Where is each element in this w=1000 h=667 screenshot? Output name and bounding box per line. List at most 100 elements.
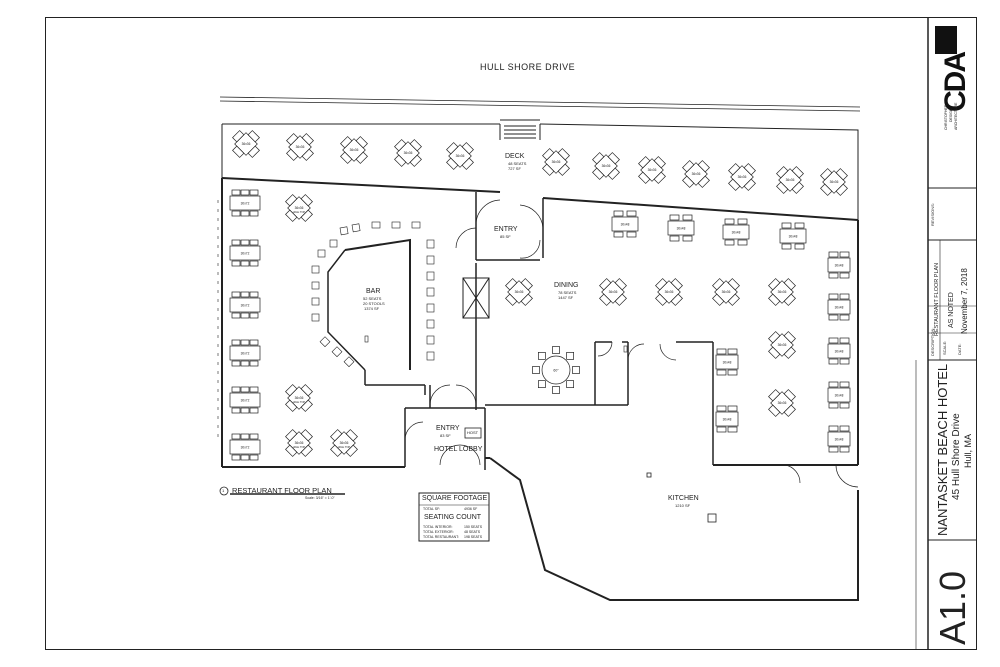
table-36x36 [820,168,848,196]
table-label: 60" [553,369,559,373]
table-label: 30x48 [723,418,732,422]
project-name: NANTASKET BEACH HOTEL [935,363,950,536]
entry-lobby-area: 83 SF [440,433,451,438]
table-30x48 [827,381,851,409]
kitchen-name: KITCHEN [668,495,699,502]
table-label: 30x48 [732,231,741,235]
table-30x48 [827,425,851,453]
table-label: 30x48 [723,361,732,365]
table-36x36 [285,194,313,222]
table-label: 30x72 [241,252,250,256]
table-label: 36x36 [404,151,413,155]
table-label: 36x36 [295,206,304,210]
square-footage-total-value: 4936 SF [464,507,478,511]
table-36x36 [768,389,796,417]
table-label: 30x72 [241,352,250,356]
table-36x36 [330,429,358,457]
firm-logo: CDA [933,24,973,112]
seating-row-label: TOTAL RESTAURANT: [423,535,459,539]
bar-stools [311,221,435,368]
table-label: HIGH TOP [293,210,306,214]
description-value: RESTAURANT FLOOR PLAN [934,262,940,336]
bar-name: BAR [366,288,381,295]
deck-seats: 48 SEATS [508,161,527,166]
table-label: 30x72 [241,202,250,206]
square-footage-heading: SQUARE FOOTAGE [422,495,488,502]
entry-lobby-name: ENTRY [436,425,460,432]
table-30x72 [229,291,261,319]
sheet-number: A1.0 [932,570,973,645]
table-36x36 [712,278,740,306]
table-label: 36x36 [722,290,731,294]
seating-row-value: 198 SEATS [464,535,483,539]
table-30x72 [229,339,261,367]
table-label: 36x36 [296,145,305,149]
scale-value: AS NOTED [948,292,955,328]
table-label: 30x48 [677,227,686,231]
table-36x36 [592,152,620,180]
table-label: 36x36 [552,160,561,164]
table-label: 36x36 [456,154,465,158]
dining-seats: 78 SEATS [558,290,577,295]
table-label: 30x72 [241,399,250,403]
deck-name: DECK [505,153,525,160]
firm-name-line: DESIGN [949,108,953,122]
entry-main-name: ENTRY [494,226,518,233]
table-round [532,346,580,394]
seating-count-heading: SEATING COUNT [424,514,482,521]
table-30x48 [827,293,851,321]
firm-name-line: CHRISTOPHER [944,104,948,130]
table-label: 36x36 [786,178,795,182]
table-label: 36x36 [665,290,674,294]
table-label: 30x48 [621,223,630,227]
table-label: 36x36 [778,343,787,347]
table-label: 36x36 [609,290,618,294]
host-label: HOST [467,430,479,435]
table-36x36 [542,148,570,176]
table-30x48 [827,337,851,365]
table-label: 36x36 [778,290,787,294]
date-label: DATE: [957,343,962,355]
kitchen-area: 1210 SF [675,503,691,508]
dining-area: 1447 SF [558,295,574,300]
street-label: HULL SHORE DRIVE [480,62,576,72]
table-label: 36x36 [778,401,787,405]
table-label: 30x48 [835,394,844,398]
table-36x36 [768,278,796,306]
plan-title-number: 1 [222,488,225,493]
entry-main-area: 85 SF [500,234,511,239]
table-30x48 [715,405,739,433]
seating-row-value: 48 SEATS [464,530,481,534]
table-36x36 [682,160,710,188]
table-30x72 [229,189,261,217]
table-label: 30x72 [241,446,250,450]
table-30x48 [827,251,851,279]
table-label: 36x36 [295,396,304,400]
table-label: 30x48 [835,264,844,268]
table-36x36 [599,278,627,306]
plan-title: RESTAURANT FLOOR PLAN [232,486,332,495]
square-footage-total-label: TOTAL SF: [423,507,441,511]
table-label: HIGH TOP [293,400,306,404]
scale-label: SCALE: [942,340,947,355]
table-36x36 [505,278,533,306]
table-label: 36x36 [738,175,747,179]
table-36x36 [285,384,313,412]
table-36x36 [446,142,474,170]
table-label: 36x36 [692,172,701,176]
table-36x36 [286,133,314,161]
table-36x36 [394,139,422,167]
project-address-line1: 45 Hull Shore Drive [951,413,962,500]
table-30x48 [667,214,695,242]
plan-scale: Scale: 3/16" = 1'-0" [305,496,335,500]
table-30x72 [229,433,261,461]
project-address-line2: Hull, MA [963,433,973,468]
table-30x48 [779,222,807,250]
table-label: 36x36 [295,441,304,445]
hotel-lobby-label: HOTEL LOBBY [434,446,483,453]
table-label: 36x36 [602,164,611,168]
table-label: 30x48 [835,350,844,354]
table-36x36 [285,429,313,457]
sheet-border [45,17,977,650]
table-30x72 [229,386,261,414]
